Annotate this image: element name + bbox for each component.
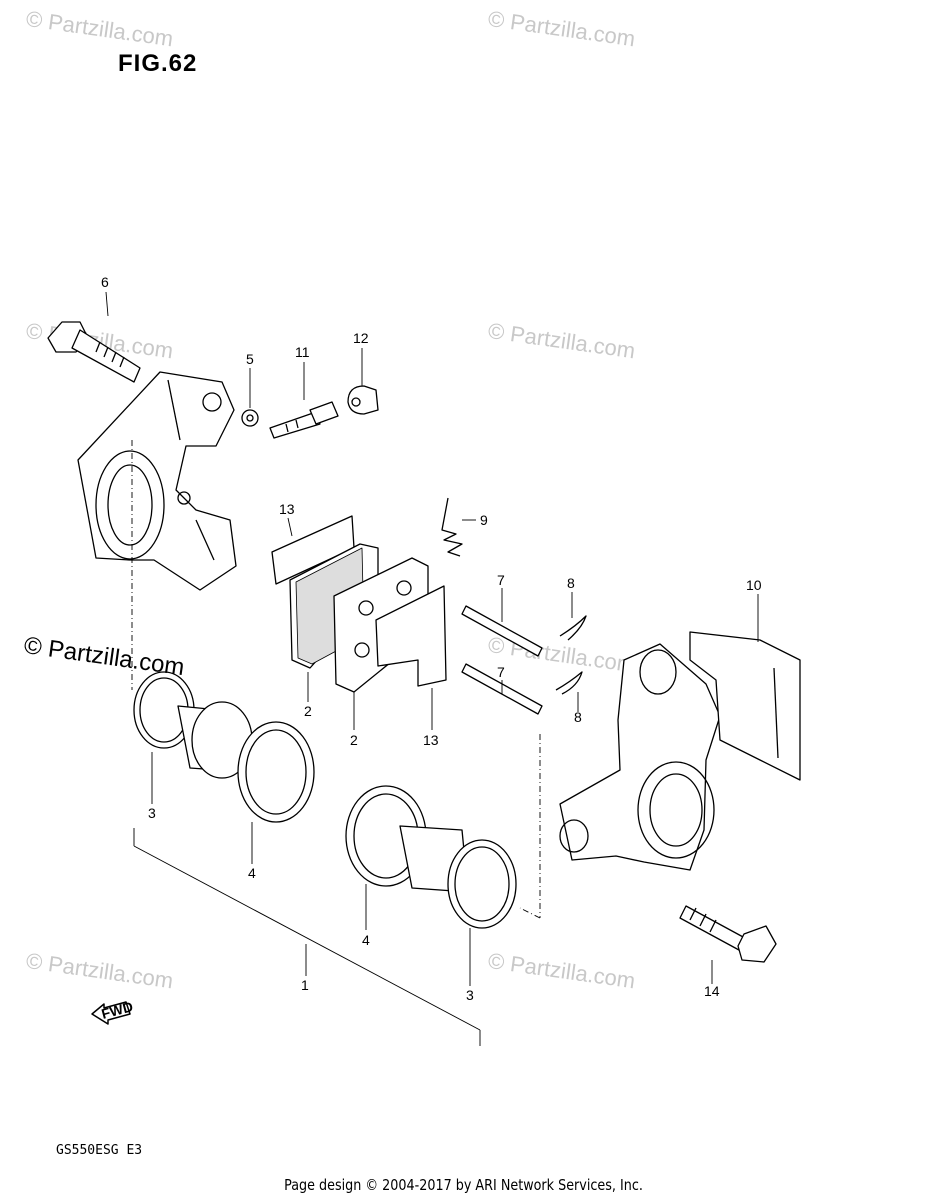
shim-13b-icon	[375, 585, 447, 687]
fwd-arrow-icon	[91, 1001, 131, 1025]
caliper-right-icon	[559, 643, 721, 871]
model-code: GS550ESG E3	[56, 1143, 143, 1158]
callout-6: 6	[101, 274, 109, 290]
bleeder-valve-11-icon	[269, 401, 339, 439]
callout-13-lower: 13	[423, 732, 439, 748]
fwd-label: FWD	[100, 998, 135, 1022]
callout-5: 5	[246, 351, 254, 367]
callout-10: 10	[746, 577, 762, 593]
callout-4-left: 4	[248, 865, 256, 881]
callout-4-right: 4	[362, 932, 370, 948]
washer-5-icon	[241, 409, 259, 427]
callout-3-left: 3	[148, 805, 156, 821]
callout-7-upper: 7	[497, 572, 505, 588]
piston-right-icon	[345, 785, 517, 929]
callout-13-upper: 13	[279, 501, 295, 517]
pin-7-icon	[461, 605, 543, 715]
callout-14: 14	[704, 983, 720, 999]
bolt-14-icon	[679, 905, 777, 963]
callout-11: 11	[295, 344, 310, 360]
caliper-left-icon	[77, 371, 237, 591]
pad-plate-10-icon	[689, 631, 801, 781]
callout-12: 12	[353, 330, 369, 346]
callout-8-lower: 8	[574, 709, 582, 725]
bolt-6-icon	[47, 321, 141, 383]
callout-8-upper: 8	[567, 575, 575, 591]
callout-2-right: 2	[350, 732, 358, 748]
callout-1: 1	[301, 977, 309, 993]
callout-7-lower: 7	[497, 664, 505, 680]
spring-9-icon	[441, 497, 463, 557]
callout-3-right: 3	[466, 987, 474, 1003]
callout-9: 9	[480, 512, 488, 528]
clip-8-icon	[559, 615, 587, 641]
cap-12-icon	[347, 385, 379, 415]
piston-left-icon	[133, 671, 315, 823]
figure-title: FIG.62	[118, 50, 198, 77]
page-footer: Page design © 2004-2017 by ARI Network S…	[284, 1176, 643, 1194]
callout-2-left: 2	[304, 703, 312, 719]
